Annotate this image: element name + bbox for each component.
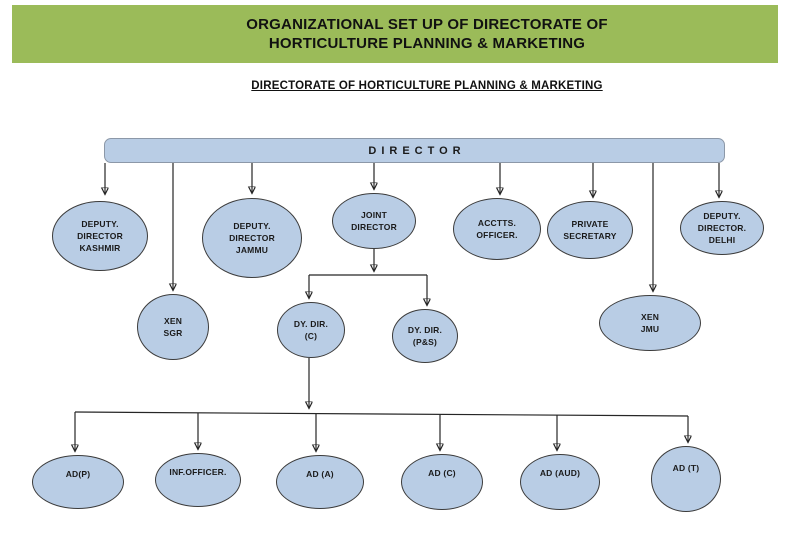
node-ad-a: AD (A) (276, 455, 364, 509)
node-dy-dir-c: DY. DIR. (C) (277, 302, 345, 358)
node-deputy-director-kashmir: DEPUTY. DIRECTOR KASHMIR (52, 201, 148, 271)
title-banner: ORGANIZATIONAL SET UP OF DIRECTORATE OF … (12, 5, 778, 63)
node-ad-t: AD (T) (651, 446, 721, 512)
node-ad-aud: AD (AUD) (520, 454, 600, 510)
node-joint-director: JOINT DIRECTOR (332, 193, 416, 249)
node-xen-sgr: XEN SGR (137, 294, 209, 360)
node-deputy-director-jammu: DEPUTY. DIRECTOR JAMMU (202, 198, 302, 278)
sub-heading: DIRECTORATE OF HORTICULTURE PLANNING & M… (0, 76, 800, 94)
node-ad-p: AD(P) (32, 455, 124, 509)
branch-line-ad (74, 411, 689, 417)
node-ad-c: AD (C) (401, 454, 483, 510)
node-dy-dir-ps: DY. DIR. (P&S) (392, 309, 458, 363)
node-director-label: DIRECTOR (368, 144, 466, 157)
node-director: DIRECTOR (104, 138, 725, 163)
sub-heading-text: DIRECTORATE OF HORTICULTURE PLANNING & M… (251, 80, 603, 92)
node-inf-officer: INF.OFFICER. (155, 453, 241, 507)
node-acctts-officer: ACCTTS. OFFICER. (453, 198, 541, 260)
node-deputy-director-delhi: DEPUTY. DIRECTOR. DELHI (680, 201, 764, 255)
node-xen-jmu: XEN JMU (599, 295, 701, 351)
node-private-secretary: PRIVATE SECRETARY (547, 201, 633, 259)
page-title: ORGANIZATIONAL SET UP OF DIRECTORATE OF … (246, 16, 608, 52)
